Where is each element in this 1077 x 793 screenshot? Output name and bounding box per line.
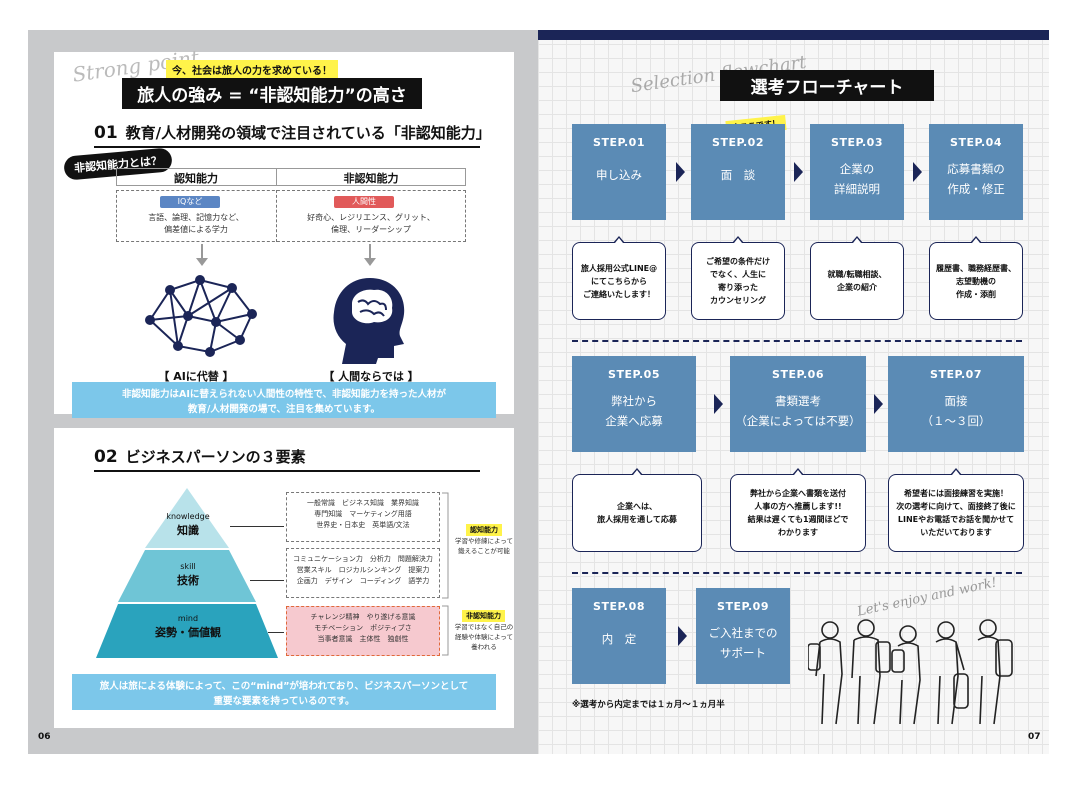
right-page: Selection flowchart 選考フローチャート 今ここです！ STE… — [538, 30, 1049, 754]
bubble-step-04: 履歴書、職務経歴書、 志望動機の 作成・添削 — [929, 236, 1023, 320]
divider — [94, 146, 480, 148]
bubble-step-05: 企業へは、 旅人採用を通して応募 — [572, 468, 702, 552]
page-number: 07 — [1028, 732, 1041, 742]
side-tag-cognitive: 認知能力 — [466, 524, 502, 536]
humanity-pill: 人間性 — [334, 196, 394, 208]
arrow-down-icon — [196, 244, 208, 266]
skill-items: コミュニケーション力 分析力 問題解決力 営業スキル ロジカルシンキング 提案力… — [293, 555, 433, 585]
knowledge-items: 一般常識 ビジネス知識 業界知識 専門知識 マーケティング用語 世界史・日本史 … — [307, 499, 419, 529]
col1-head: 認知能力 — [174, 172, 218, 185]
summary-band-1: 非認知能力はAIに替えられない人間性の特性で、非認知能力を持った人材が 教育/人… — [72, 382, 496, 418]
bracket — [442, 492, 449, 656]
iq-pill: IQなど — [160, 196, 220, 208]
top-band — [538, 30, 1049, 40]
side-desc-cognitive: 学習や修練によって 鍛えることが可能 — [455, 537, 513, 555]
section-number: 01 — [94, 123, 118, 143]
mind-box — [286, 606, 440, 656]
section-number: 02 — [94, 447, 118, 467]
col1-desc: 言語、論理、記憶力など、 偏差値による学力 — [148, 213, 244, 234]
bubble-step-01: 旅人採用公式LINE@ にてこちらから ご連絡いたします！ — [572, 236, 666, 320]
column-header-row — [116, 168, 466, 186]
brochure-spread: Strong point 今、社会は旅人の力を求めている！ 旅人の強み = “非… — [28, 30, 1049, 754]
col2-caption: 【 人間ならでは 】 — [323, 370, 419, 383]
timeline-note: ※選考から内定までは１ヵ月〜１ヵ月半 — [572, 700, 725, 710]
strength-card: Strong point 今、社会は旅人の力を求めている！ 旅人の強み = “非… — [54, 45, 514, 418]
pyramid-en-knowledge: knowledge — [166, 512, 210, 521]
arrow-right-icon — [714, 394, 723, 414]
description-box — [116, 190, 466, 242]
section-2-heading: 02 ビジネスパーソンの３要素 — [94, 446, 306, 467]
pyramid-jp-knowledge: 知識 — [177, 524, 199, 537]
human-head-icon — [333, 278, 405, 364]
summary-band-2: 旅人は旅による体験によって、この“mind”が培われており、ビジネスパーソンとし… — [72, 674, 496, 710]
enjoy-script: Let's enjoy and work! — [855, 575, 999, 620]
bubble-step-03: 就職/転職相談、 企業の紹介 — [810, 236, 904, 320]
pyramid-jp-mind: 姿勢・価値観 — [155, 626, 221, 639]
bubble-step-02: ご希望の条件だけ でなく、人生に 寄り添った カウンセリング — [691, 236, 785, 320]
arrow-right-icon — [676, 162, 685, 182]
col2-desc: 好奇心、レジリエンス、グリット、 倫理、リーダーシップ — [307, 213, 435, 234]
arrow-down-icon — [364, 244, 376, 266]
neural-network-icon — [145, 275, 257, 357]
skill-box — [286, 548, 440, 598]
dashed-divider — [572, 340, 1022, 342]
col1-caption: 【 AIに代替 】 — [158, 370, 234, 383]
col2-head: 非認知能力 — [343, 172, 399, 185]
pyramid-en-mind: mind — [177, 614, 199, 623]
divider — [94, 470, 480, 472]
pyramid-jp-skill: 技術 — [177, 574, 199, 587]
knowledge-box — [286, 492, 440, 542]
elements-card: 02 ビジネスパーソンの３要素 knowledge 知識 skill 技術 min… — [54, 428, 514, 728]
pyramid-diagram — [96, 488, 278, 658]
yellow-tag: 今、社会は旅人の力を求めている！ — [166, 60, 338, 79]
section-1-heading: 01 教育/人材開発の領域で注目されている「非認知能力」 — [94, 122, 491, 143]
section-title: 教育/人材開発の領域で注目されている「非認知能力」 — [125, 124, 491, 142]
side-desc-noncognitive: 学習ではなく自己の 経験や体験によって 養われる — [454, 623, 514, 651]
dashed-divider — [572, 572, 1022, 574]
section-title: ビジネスパーソンの３要素 — [125, 448, 306, 466]
mind-items: チャレンジ精神 やり遂げる意識 モチベーション ポジティブさ 当事者意識 主体性… — [310, 613, 416, 643]
pyramid-en-skill: skill — [180, 562, 196, 571]
travelers-illustration — [808, 619, 1013, 725]
bubble-step-06: 弊社から企業へ書類を送付 人事の方へ推薦します!! 結果は遅くても1週間ほどで … — [730, 468, 866, 552]
page-number: 06 — [38, 732, 51, 742]
bubble-step-07: 希望者には面接練習を実施！ 次の選考に向けて、面接終了後に LINEやお電話でお… — [888, 468, 1024, 552]
main-title: 選考フローチャート — [720, 70, 934, 101]
arrow-right-icon — [913, 162, 922, 182]
left-page: Strong point 今、社会は旅人の力を求めている！ 旅人の強み = “非… — [28, 30, 538, 754]
main-title: 旅人の強み = “非認知能力”の高さ — [122, 78, 422, 109]
arrow-right-icon — [874, 394, 883, 414]
arrow-right-icon — [794, 162, 803, 182]
arrow-right-icon — [678, 626, 687, 646]
side-tag-noncognitive: 非認知能力 — [462, 610, 505, 622]
